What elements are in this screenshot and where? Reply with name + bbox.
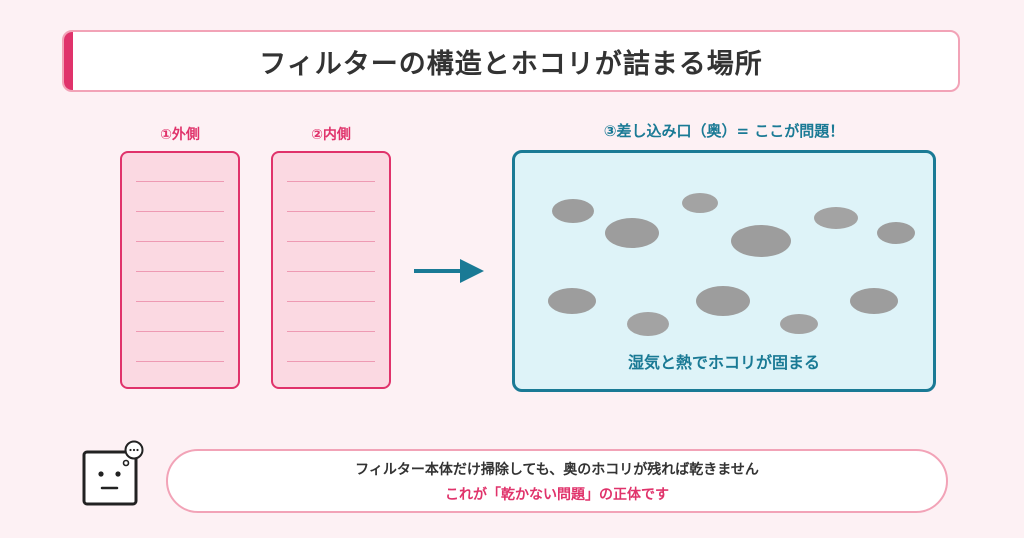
dust-clump: [552, 199, 594, 223]
message-line-2: これが「乾かない問題」の正体です: [445, 486, 669, 503]
message-line-1: フィルター本体だけ掃除しても、奥のホコリが残れば乾きません: [355, 461, 759, 478]
filter-mesh-line: [136, 361, 224, 362]
duct-caption: 湿気と熱でホコリが固まる: [627, 353, 820, 372]
filter-mesh-line: [287, 301, 375, 302]
duct-insertion-slot: 湿気と熱でホコリが固まる: [512, 150, 936, 392]
dust-clump: [682, 193, 718, 213]
arrow-right-icon: [414, 259, 484, 283]
outer-filter-panel: [120, 151, 240, 389]
filter-mesh-line: [287, 181, 375, 182]
dust-clump: [605, 218, 659, 248]
filter-mesh-line: [287, 271, 375, 272]
filter-mesh-line: [287, 211, 375, 212]
inner-filter-panel: [271, 151, 391, 389]
dust-clump: [877, 222, 915, 244]
dust-clump: [696, 286, 750, 316]
dust-clump: [780, 314, 818, 334]
filter-mesh-line: [136, 331, 224, 332]
title-accent-bar: [64, 32, 73, 90]
filter-mesh-line: [287, 331, 375, 332]
filter-mesh-line: [287, 241, 375, 242]
dust-clump: [627, 312, 669, 336]
dust-clump: [850, 288, 898, 314]
inner-panel-label: ②内側: [311, 127, 351, 143]
filter-mesh-line: [136, 211, 224, 212]
duct-label: ③差し込み口（奥）= ここが問題！: [603, 122, 845, 140]
filter-mesh-line: [136, 301, 224, 302]
dust-clump: [731, 225, 791, 257]
outer-panel-label: ①外側: [160, 127, 200, 143]
filter-mesh-line: [287, 361, 375, 362]
filter-mesh-line: [136, 241, 224, 242]
dust-clump: [548, 288, 596, 314]
dust-clumps: [548, 193, 915, 336]
page-title: フィルターの構造とホコリが詰まる場所: [259, 48, 763, 80]
square-face-mascot-icon: [82, 440, 144, 506]
message-bubble: フィルター本体だけ掃除しても、奥のホコリが残れば乾きません これが「乾かない問題…: [166, 449, 948, 513]
title-banner: フィルターの構造とホコリが詰まる場所: [62, 30, 960, 92]
filter-mesh-line: [136, 271, 224, 272]
dust-clump: [814, 207, 858, 229]
filter-mesh-line: [136, 181, 224, 182]
